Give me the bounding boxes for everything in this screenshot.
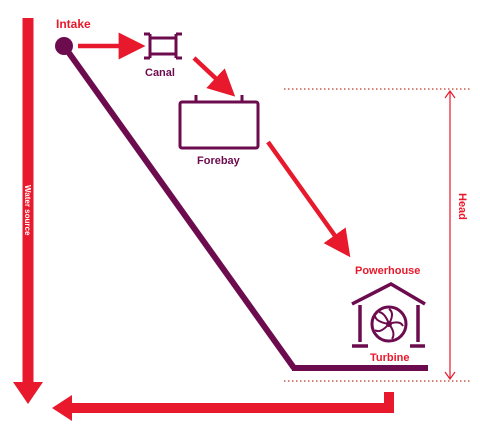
return-flow-arrow bbox=[52, 392, 394, 421]
turbine-label: Turbine bbox=[370, 352, 410, 364]
flow-arrow-forebay-powerhouse bbox=[266, 140, 351, 258]
head-label: Head bbox=[456, 193, 468, 220]
water-source-label: Water source bbox=[23, 185, 32, 236]
canal-pipe-icon bbox=[144, 32, 182, 60]
penstock-pipe bbox=[61, 44, 428, 371]
flow-arrow-canal-forebay bbox=[192, 56, 236, 97]
canal-label: Canal bbox=[145, 67, 175, 79]
powerhouse-label: Powerhouse bbox=[355, 265, 420, 277]
reservoir-tank-icon bbox=[178, 95, 260, 150]
head-dotted-lines bbox=[284, 88, 470, 382]
head-dimension-arrow bbox=[444, 89, 456, 381]
intake-label: Intake bbox=[56, 17, 91, 31]
forebay-label: Forebay bbox=[197, 155, 241, 167]
intake-dot bbox=[55, 37, 73, 55]
water-source-arrow bbox=[13, 18, 43, 404]
house-icon bbox=[351, 282, 426, 348]
turbine-wheel-icon bbox=[370, 305, 408, 343]
